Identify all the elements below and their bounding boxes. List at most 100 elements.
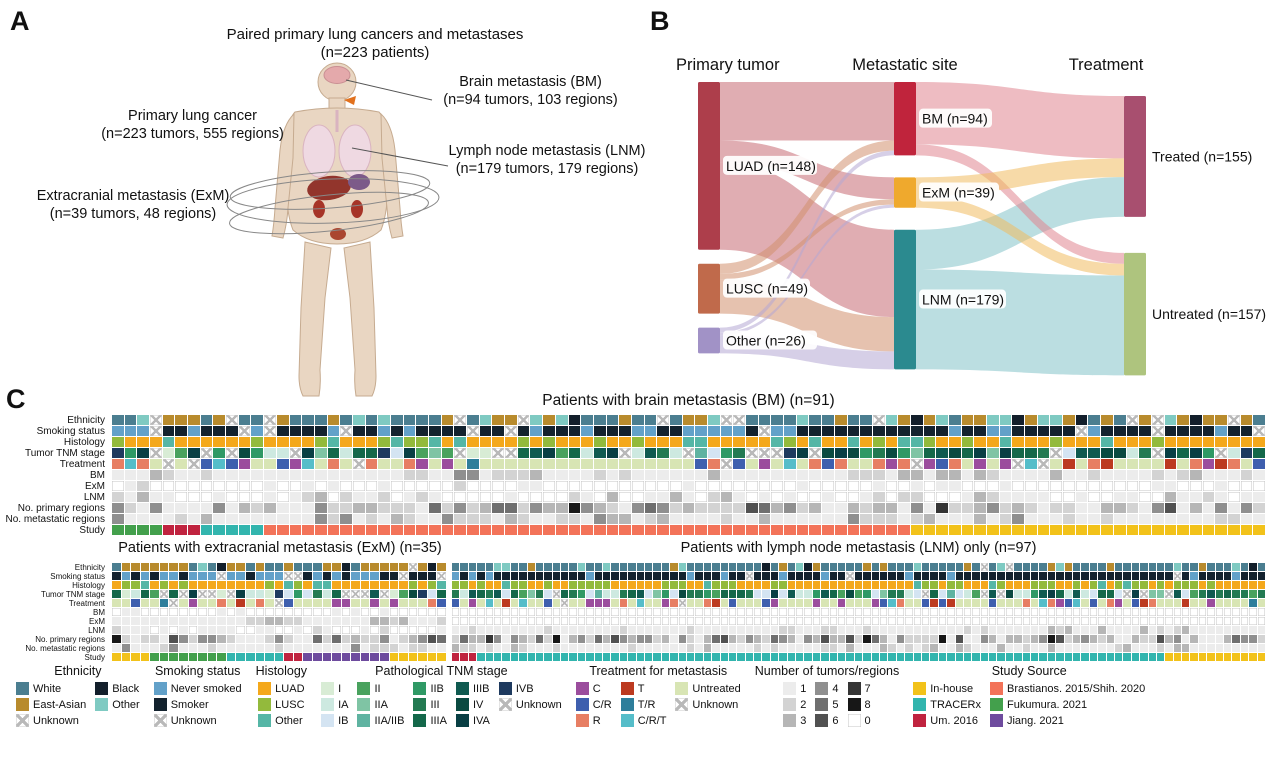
legend-item-jiang-2021: Jiang. 2021 — [989, 714, 1145, 727]
onco-cell — [854, 599, 863, 607]
onco-cell — [217, 644, 226, 652]
onco-cell — [606, 415, 619, 425]
onco-cell — [898, 525, 910, 535]
onco-cell — [989, 581, 997, 589]
onco-cell — [485, 626, 493, 634]
onco-cell — [745, 590, 754, 598]
onco-cell — [452, 563, 460, 571]
onco-cell — [888, 617, 896, 625]
onco-cell — [245, 635, 255, 643]
onco-cell — [289, 525, 302, 535]
onco-cell — [812, 635, 821, 643]
onco-cell — [1190, 599, 1198, 607]
legend-swatch-iii — [413, 698, 427, 711]
onco-cell — [544, 644, 552, 652]
onco-cell — [226, 572, 236, 580]
onco-cell — [441, 514, 454, 524]
onco-cell — [913, 608, 921, 616]
onco-cell — [812, 644, 821, 652]
onco-cell — [936, 459, 948, 469]
onco-cell — [586, 572, 594, 580]
onco-cell — [669, 459, 682, 469]
legend-swatch-fukumura-2021 — [989, 698, 1003, 711]
legend-label: Black — [112, 682, 140, 695]
onco-cell — [188, 514, 200, 524]
onco-cell — [972, 563, 980, 571]
onco-cell — [611, 635, 619, 643]
onco-cell — [603, 653, 611, 661]
onco-cell — [921, 563, 930, 571]
onco-cell — [1126, 514, 1139, 524]
onco-cell — [1101, 415, 1113, 425]
onco-cell — [175, 437, 188, 447]
onco-cell — [593, 492, 606, 502]
onco-cell — [327, 481, 340, 491]
onco-cell — [1037, 481, 1050, 491]
onco-cell — [468, 572, 477, 580]
onco-cell — [885, 492, 898, 502]
onco-cell — [885, 448, 898, 458]
legend-item-ivb: IVB — [498, 682, 562, 695]
onco-cell — [594, 599, 603, 607]
onco-cell — [332, 635, 341, 643]
onco-cell — [251, 448, 264, 458]
onco-cell — [611, 644, 619, 652]
onco-cell — [293, 599, 303, 607]
onco-cell — [923, 514, 936, 524]
onco-cell — [653, 581, 661, 589]
onco-cell — [847, 459, 860, 469]
onco-cell — [1151, 437, 1164, 447]
onco-cell — [603, 635, 611, 643]
onco-cell — [441, 415, 454, 425]
onco-cell — [1106, 617, 1114, 625]
legend-label: C/R/T — [637, 714, 667, 727]
legend-item-iiib: IIIB — [455, 682, 490, 695]
onco-cell — [972, 599, 980, 607]
onco-cell — [517, 426, 530, 436]
right-leg — [343, 241, 377, 397]
onco-cell — [437, 581, 446, 589]
onco-cell — [312, 626, 322, 634]
onco-cell — [264, 470, 276, 480]
onco-cell — [1177, 415, 1189, 425]
onco-cell — [284, 653, 293, 661]
onco-cell — [302, 448, 314, 458]
onco-cell — [1037, 492, 1050, 502]
onco-cell — [379, 590, 389, 598]
onco-cell — [493, 608, 502, 616]
onco-cell — [695, 581, 703, 589]
onco-cell — [390, 437, 403, 447]
onco-cell — [631, 492, 644, 502]
onco-cell — [568, 470, 581, 480]
onco-cell — [162, 448, 175, 458]
onco-cell — [341, 572, 351, 580]
onco-cell — [838, 626, 846, 634]
onco-cell — [644, 415, 657, 425]
onco-cell — [493, 572, 502, 580]
onco-cell — [695, 470, 708, 480]
onco-cell — [416, 525, 429, 535]
onco-cell — [468, 653, 477, 661]
onco-cell — [821, 599, 829, 607]
onco-cell — [452, 590, 460, 598]
onco-cell — [703, 617, 712, 625]
onco-cell — [479, 459, 492, 469]
legend-swatch-0 — [847, 714, 861, 727]
legend-swatch-3 — [783, 714, 797, 727]
onco-cell — [1215, 437, 1227, 447]
onco-cell — [758, 481, 771, 491]
onco-cell — [505, 503, 517, 513]
legend-item-i: I — [321, 682, 348, 695]
onco-cell — [568, 415, 581, 425]
onco-cell — [997, 635, 1005, 643]
onco-cell — [1165, 590, 1173, 598]
onco-cell — [1240, 617, 1249, 625]
onco-cell — [913, 644, 921, 652]
onco-cell — [198, 653, 207, 661]
onco-cell — [669, 426, 682, 436]
onco-cell — [217, 572, 226, 580]
onco-cell — [938, 644, 947, 652]
onco-cell — [1227, 503, 1240, 513]
onco-cell — [121, 635, 131, 643]
onco-cell — [251, 514, 264, 524]
